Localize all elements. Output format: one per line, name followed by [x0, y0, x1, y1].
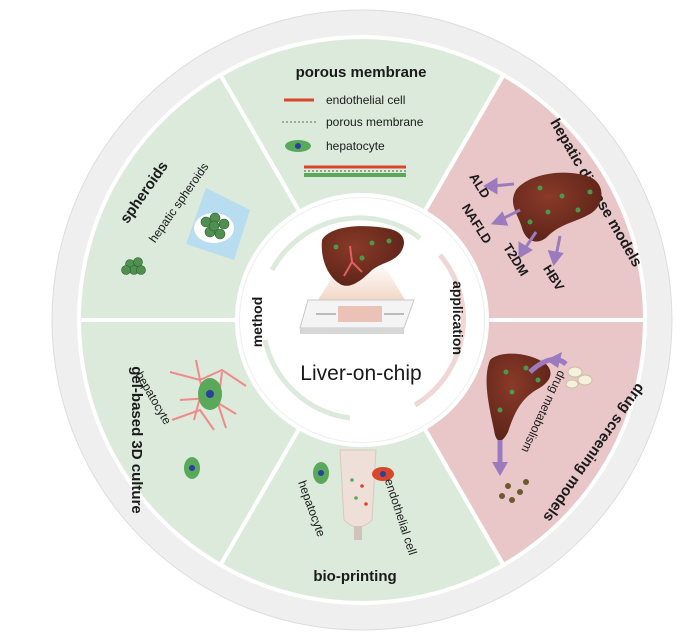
sector-gel-3d-culture — [76, 318, 303, 568]
application-label: application — [450, 281, 466, 355]
method-arc-lower — [262, 339, 351, 421]
bio-printing-title: bio-printing — [313, 568, 396, 585]
drug-liver-icon — [486, 353, 551, 441]
legend-endothelial-cell: endothelial cell — [326, 93, 405, 107]
drug-pills-icon — [565, 366, 593, 389]
nucleus — [189, 465, 195, 471]
method-label: method — [249, 297, 265, 348]
nodule — [333, 244, 339, 250]
center-title: Liver-on-chip — [300, 362, 421, 385]
legend-porous-membrane: porous membrane — [326, 115, 424, 129]
center-graphic — [299, 226, 415, 334]
bioink-dots — [350, 478, 368, 506]
arrow-head — [492, 462, 508, 476]
nodule — [386, 238, 392, 244]
membrane-stack-icon — [304, 165, 406, 177]
metabolite-dots — [499, 479, 529, 503]
nodule — [527, 185, 593, 225]
disease-arrows — [483, 177, 564, 267]
spheroid-icon — [200, 212, 230, 240]
nucleus — [318, 470, 324, 476]
nucleus — [206, 390, 214, 398]
chip-chamber — [338, 306, 382, 322]
sector-spheroids — [76, 72, 303, 322]
chip-edge — [300, 328, 404, 334]
porous-membrane-title: porous membrane — [296, 64, 427, 81]
bioprint-nozzle — [339, 449, 377, 528]
disease-liver-icon — [512, 172, 602, 242]
legend-hepatocyte: hepatocyte — [326, 139, 385, 153]
gel-3d-title: gel-based 3D culture — [128, 366, 145, 514]
application-arc — [413, 253, 466, 408]
center-liver-vessel — [343, 245, 363, 277]
sector-porous-membrane — [217, 35, 507, 215]
nucleus — [295, 143, 301, 149]
nodule — [359, 255, 365, 261]
nozzle-tip — [354, 526, 362, 540]
nodule — [497, 365, 541, 413]
nodule — [369, 240, 375, 246]
arrow-head — [546, 352, 562, 368]
small-spheroid-icon — [121, 257, 146, 275]
method-arc — [269, 215, 422, 272]
nucleus — [380, 471, 386, 477]
